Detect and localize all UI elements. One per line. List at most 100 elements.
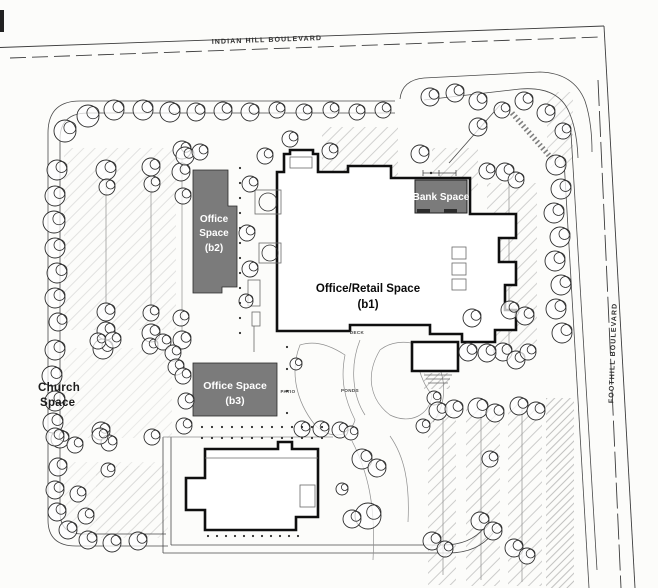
building-b2-footprint (192, 169, 238, 294)
tree-canopy-icon (52, 212, 66, 226)
colonnade-dot (310, 425, 314, 429)
tree-canopy-icon (553, 252, 566, 264)
colonnade-dot (238, 271, 242, 275)
colonnade-dot (250, 436, 254, 440)
b1-roof-detail (289, 156, 313, 169)
tree-canopy-icon (55, 503, 67, 515)
perimeter-drive-outer (47, 100, 395, 547)
tree-canopy-icon (544, 104, 556, 116)
colonnade-dot (296, 534, 300, 538)
tree-canopy-icon (53, 289, 66, 301)
tree-canopy-icon (104, 161, 117, 173)
church-building-detail (299, 484, 316, 508)
tree-canopy-icon (508, 301, 520, 313)
tree-canopy-icon (86, 531, 98, 543)
tree-canopy-icon (184, 393, 195, 404)
tree-canopy-icon (150, 176, 161, 187)
tree-canopy-icon (430, 532, 442, 544)
tree-canopy-icon (55, 264, 68, 276)
tree-canopy-icon (84, 508, 95, 519)
colonnade-dot (285, 389, 289, 393)
colonnade-dot (200, 436, 204, 440)
colonnade-dot (233, 534, 237, 538)
tree-canopy-icon (534, 402, 546, 414)
street-label-foothill: FOOTHILL BOULEVARD (608, 303, 619, 404)
colonnade-dot (238, 256, 242, 260)
tree-canopy-icon (106, 463, 116, 473)
planter-tree-icon (261, 244, 279, 262)
foothill-street-edge (603, 25, 636, 588)
site-detail (251, 311, 261, 327)
colonnade-dot (280, 425, 284, 429)
tree-canopy-icon (523, 307, 535, 319)
tree-canopy-icon (360, 450, 373, 462)
b1-label-line1: Office/Retail Space (316, 283, 420, 295)
building-bank-footprint (414, 179, 468, 214)
colonnade-dot (278, 534, 282, 538)
colonnade-dot (270, 436, 274, 440)
tree-canopy-icon (558, 228, 571, 240)
colonnade-dot (287, 534, 291, 538)
street-label-indian-hill: INDIAN HILL BOULEVARD (212, 35, 323, 46)
tree-canopy-icon (221, 102, 233, 114)
tree-canopy-icon (168, 103, 181, 115)
tree-canopy-icon (560, 324, 573, 336)
patio-label: PATIO (280, 389, 295, 394)
tree-canopy-icon (501, 343, 513, 355)
tree-canopy-icon (349, 426, 359, 436)
tree-canopy-icon (66, 521, 78, 533)
colonnade-dot (238, 211, 242, 215)
corner-driveway-outer (399, 71, 593, 153)
tree-canopy-icon (485, 163, 496, 174)
tree-canopy-icon (53, 341, 66, 353)
b2-label-line2: Space (199, 228, 229, 239)
indian-hill-street-edge (0, 25, 605, 48)
colonnade-dot (270, 425, 274, 429)
b1-entry-steps-lines (424, 374, 452, 384)
colonnade-dot (238, 301, 242, 305)
pond-shape (294, 342, 356, 436)
trees-layer (41, 83, 573, 565)
tree-canopy-icon (76, 486, 87, 497)
tree-canopy-icon (478, 512, 490, 524)
tree-canopy-icon (51, 414, 64, 426)
tree-canopy-icon (248, 261, 259, 272)
tree-canopy-icon (517, 397, 529, 409)
tree-canopy-icon (485, 344, 497, 356)
tree-canopy-icon (86, 106, 100, 120)
bank-edge-mark (417, 209, 430, 213)
tree-canopy-icon (526, 344, 537, 355)
colonnade-dot (242, 534, 246, 538)
colonnade-dot (210, 436, 214, 440)
tree-canopy-icon (182, 418, 193, 429)
tree-canopy-icon (136, 532, 148, 544)
tree-canopy-icon (466, 343, 478, 355)
tree-canopy-icon (552, 204, 565, 216)
foothill-centerline (597, 79, 622, 588)
tree-canopy-icon (150, 429, 161, 440)
tree-canopy-icon (149, 324, 161, 336)
colonnade-dot (260, 436, 264, 440)
tree-canopy-icon (512, 539, 524, 551)
ponds-label: PONDS (341, 388, 359, 393)
tree-canopy-icon (141, 101, 154, 113)
tree-canopy-icon (56, 458, 68, 470)
colonnade-dot (200, 425, 204, 429)
b2-label-line3: (b2) (205, 243, 223, 254)
tree-canopy-icon (198, 144, 209, 155)
tree-canopy-icon (500, 102, 511, 113)
tree-canopy-icon (453, 84, 465, 96)
indian-hill-centerline (9, 36, 601, 59)
tree-canopy-icon (418, 145, 430, 157)
colonnade-dot (240, 425, 244, 429)
tree-canopy-icon (554, 300, 567, 312)
tree-canopy-icon (105, 179, 116, 190)
tree-canopy-icon (432, 391, 442, 401)
tree-canopy-icon (245, 225, 256, 236)
tree-canopy-icon (161, 334, 172, 345)
colonnade-dot (238, 226, 242, 230)
colonnade-dot (300, 425, 304, 429)
colonnade-dot (285, 411, 289, 415)
tree-canopy-icon (288, 131, 299, 142)
b1-stair-detail (451, 246, 467, 260)
